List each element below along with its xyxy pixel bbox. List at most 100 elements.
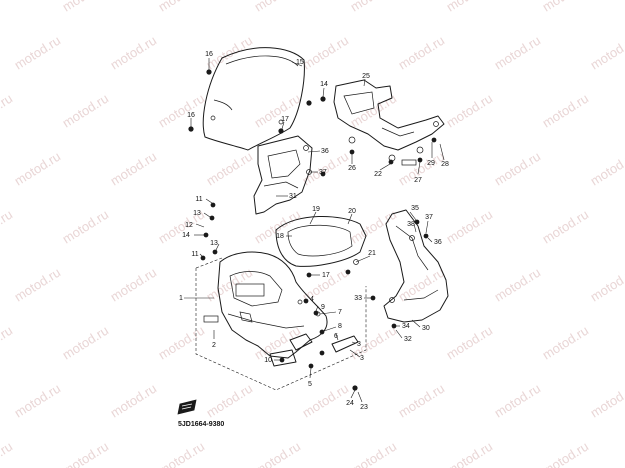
callout-25: 25 [362, 73, 370, 80]
inner-panel-upper [253, 135, 313, 215]
watermark-text: motod.ru [492, 149, 543, 189]
watermark-text: motod.ru [156, 323, 207, 363]
fairing-stay-bracket [333, 79, 445, 166]
watermark-text: motod.ru [540, 0, 591, 15]
watermark-text: motod.ru [252, 439, 303, 468]
watermark-text: motod.ru [204, 265, 255, 305]
watermark-text: motod.ru [444, 91, 495, 131]
callout-17-lower: 17 [322, 272, 330, 279]
watermark-text: motod.ru [252, 0, 303, 15]
watermark-text: motod.ru [204, 381, 255, 421]
callout-1: 1 [179, 295, 183, 302]
watermark-text: motod.ru [252, 207, 303, 247]
watermark-text: motod.ru [444, 207, 495, 247]
callout-7: 7 [338, 309, 342, 316]
callout-10: 10 [264, 357, 272, 364]
callout-19: 19 [312, 206, 320, 213]
watermark-text: motod.ru [348, 0, 399, 15]
watermark-text: motod.ru [588, 149, 625, 189]
watermark-text: motod.ru [588, 265, 625, 305]
watermark-text: motod.ru [444, 0, 495, 15]
callout-36: 36 [321, 148, 329, 155]
watermark-text: motod.ru [0, 323, 15, 363]
callout-16-lower: 16 [187, 112, 195, 119]
watermark-text: motod.ru [396, 381, 447, 421]
callout-32: 32 [404, 336, 412, 343]
callout-13: 13 [193, 210, 201, 217]
callout-34: 34 [402, 323, 410, 330]
manufacturer-logo [177, 399, 197, 415]
callout-labels: 16 15 16 14 25 36 37 17 31 26 22 27 29 2… [179, 51, 449, 411]
callout-30: 30 [422, 325, 430, 332]
watermark-text: motod.ru [588, 33, 625, 73]
watermark-text: motod.ru [252, 91, 303, 131]
assembly-outline [195, 257, 367, 391]
watermark-text: motod.ru [60, 207, 111, 247]
watermark-text: motod.ru [540, 323, 591, 363]
watermark-text: motod.ru [12, 149, 63, 189]
leader-lines [184, 58, 445, 403]
callout-31: 31 [289, 193, 297, 200]
watermark-text: motod.ru [444, 323, 495, 363]
watermark-text: motod.ru [300, 265, 351, 305]
callout-15: 15 [296, 59, 304, 66]
callout-11-lower: 11 [191, 251, 198, 258]
callout-20: 20 [348, 208, 356, 215]
callout-11: 11 [195, 196, 202, 203]
callout-28: 28 [441, 161, 449, 168]
watermark-text: motod.ru [0, 91, 15, 131]
watermark-text: motod.ru [0, 207, 15, 247]
watermark-text: motod.ru [156, 0, 207, 15]
callout-21: 21 [368, 250, 376, 257]
watermark-text: motod.ru [108, 265, 159, 305]
diagram-code: 5JD1664-9380 [178, 421, 224, 428]
watermark-text: motod.ru [396, 33, 447, 73]
callout-6: 6 [334, 333, 338, 340]
watermark-text: motod.ru [12, 265, 63, 305]
watermark-text: motod.ru [348, 323, 399, 363]
watermark-text: motod.ru [588, 381, 625, 421]
callout-14: 14 [320, 81, 328, 88]
callout-29: 29 [427, 160, 435, 167]
watermark-text: motod.ru [60, 91, 111, 131]
callout-4: 4 [310, 296, 314, 303]
callout-36-right: 36 [434, 239, 442, 246]
watermark-text: motod.ru [540, 439, 591, 468]
watermark-text: motod.ru [60, 323, 111, 363]
callout-5: 5 [308, 381, 312, 388]
callout-33: 33 [354, 295, 362, 302]
watermark-text: motod.ru [0, 439, 15, 468]
callout-27: 27 [414, 177, 422, 184]
watermark-text: motod.ru [12, 381, 63, 421]
watermark-text: motod.ru [540, 91, 591, 131]
watermark-text: motod.ru [60, 439, 111, 468]
watermark-text: motod.ru [156, 91, 207, 131]
watermark-text: motod.ru [108, 381, 159, 421]
callout-22: 22 [374, 171, 382, 178]
callout-18: 18 [276, 233, 284, 240]
callout-17: 17 [281, 116, 289, 123]
meter-panel [275, 216, 367, 267]
callout-16: 16 [205, 51, 213, 58]
watermark-text: motod.ru [60, 0, 111, 15]
callout-23: 23 [360, 404, 368, 411]
watermark-text: motod.ru [540, 207, 591, 247]
fasteners [188, 69, 437, 391]
watermark-text: motod.ru [348, 439, 399, 468]
watermark-text: motod.ru [204, 149, 255, 189]
callout-35: 35 [411, 205, 419, 212]
watermark-text: motod.ru [444, 439, 495, 468]
callout-9: 9 [321, 304, 325, 311]
callout-13-lower: 13 [210, 240, 218, 247]
watermark-text: motod.ru [0, 0, 15, 15]
callout-37-right: 37 [425, 214, 433, 221]
watermark-text: motod.ru [492, 33, 543, 73]
trim-pieces [203, 315, 359, 367]
watermark-text: motod.ru [12, 33, 63, 73]
watermark-text: motod.ru [108, 33, 159, 73]
watermark-text: motod.ru [108, 149, 159, 189]
main-cowling [217, 251, 328, 359]
callout-3: 3 [357, 341, 361, 348]
